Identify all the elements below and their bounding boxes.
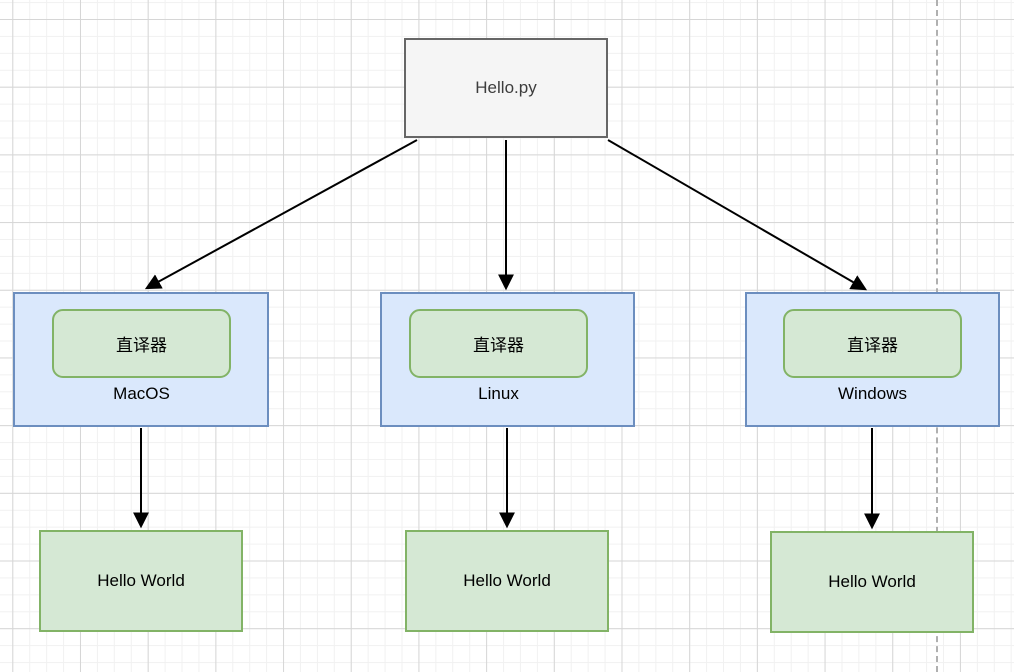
edge-hellopy-to-windows[interactable] [607,139,868,291]
node-hello-world-windows[interactable]: Hello World [770,531,974,633]
interpreter-label: 直译器 [116,336,167,355]
os-label-macos: MacOS [113,384,170,403]
node-linux[interactable]: 直译器 Linux [380,292,635,427]
interpreter-label: 直译器 [473,336,524,355]
os-label-linux: Linux [478,384,519,403]
node-interpreter-windows[interactable]: 直译器 [783,309,962,378]
node-hello-world-linux[interactable]: Hello World [405,530,609,632]
os-label-windows: Windows [838,384,907,403]
node-macos[interactable]: 直译器 MacOS [13,292,269,427]
output-label: Hello World [97,571,185,590]
edge-hellopy-to-macos[interactable] [144,139,418,290]
output-label: Hello World [828,572,916,591]
node-hello-py[interactable]: Hello.py [404,38,608,138]
output-label: Hello World [463,571,551,590]
node-hello-py-label: Hello.py [475,78,537,97]
interpreter-label: 直译器 [847,336,898,355]
node-interpreter-macos[interactable]: 直译器 [52,309,231,378]
node-interpreter-linux[interactable]: 直译器 [409,309,588,378]
node-hello-world-macos[interactable]: Hello World [39,530,243,632]
node-windows[interactable]: 直译器 Windows [745,292,1000,427]
